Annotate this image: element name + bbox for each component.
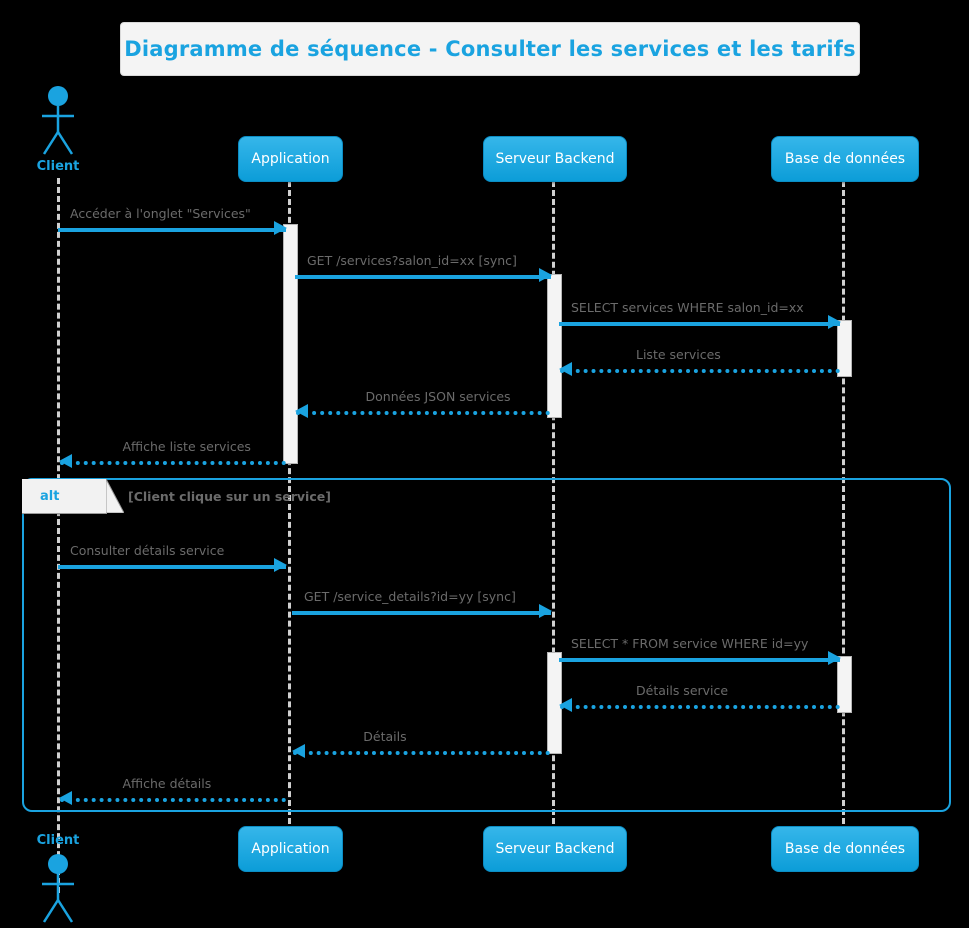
message-label-m4: Liste services (636, 347, 721, 362)
stick-figure-icon (42, 86, 74, 155)
message-label-m5: Données JSON services (365, 389, 511, 404)
actor-client-top (38, 86, 78, 158)
fragment-operator-label: alt (40, 488, 60, 504)
message-label-m7: Consulter détails service (70, 543, 225, 558)
page-title: Diagramme de séquence - Consulter les se… (124, 37, 856, 61)
message-label-m3: SELECT services WHERE salon_id=xx (571, 300, 804, 315)
arrowhead-icon (274, 558, 287, 572)
message-line (295, 275, 551, 279)
message-line (559, 658, 840, 662)
arrowhead-icon (828, 651, 841, 665)
message-label-m6: Affiche liste services (122, 439, 251, 454)
arrowhead-icon (539, 268, 552, 282)
message-label-m10: Détails service (636, 683, 729, 698)
activation-backend-1 (547, 274, 562, 418)
arrowhead-icon (274, 221, 287, 235)
activation-database-1 (837, 320, 852, 377)
arrowhead-icon (828, 315, 841, 329)
participant-backend-bottom[interactable]: Serveur Backend (483, 826, 627, 872)
participant-database-bottom[interactable]: Base de données (771, 826, 919, 872)
arrowhead-icon (559, 362, 572, 376)
activation-application-1 (283, 224, 298, 464)
participant-backend-top[interactable]: Serveur Backend (483, 136, 627, 182)
lifeline-application (288, 181, 291, 824)
participant-label-application-top: Application (251, 151, 330, 167)
message-line (296, 411, 550, 415)
message-label-m2: GET /services?salon_id=xx [sync] (307, 253, 517, 268)
fragment-operator-tab: alt (22, 479, 107, 514)
message-line (293, 751, 550, 755)
arrowhead-icon (292, 744, 305, 758)
arrowhead-icon (59, 791, 72, 805)
message-label-m11: Détails (363, 729, 407, 744)
participant-label-database-bottom: Base de données (784, 841, 906, 857)
participant-label-application-bottom: Application (251, 841, 330, 857)
lifeline-database (842, 181, 845, 824)
lifeline-client (57, 178, 60, 893)
message-line (60, 461, 286, 465)
message-label-m9: SELECT * FROM service WHERE id=yy (571, 636, 809, 651)
actor-client-bottom (38, 854, 78, 926)
stick-figure-icon (42, 854, 74, 923)
activation-database-2 (837, 656, 852, 713)
message-line (60, 798, 286, 802)
arrowhead-icon (59, 454, 72, 468)
arrowhead-icon (559, 698, 572, 712)
participant-label-client-bottom: Client (36, 833, 80, 848)
message-label-m1: Accéder à l'onglet "Services" (70, 206, 251, 221)
message-line (559, 322, 840, 326)
participant-label-backend-bottom: Serveur Backend (495, 841, 615, 857)
message-line (292, 611, 551, 615)
message-label-m8: GET /service_details?id=yy [sync] (304, 589, 516, 604)
message-label-m12: Affiche détails (122, 776, 212, 791)
participant-application-top[interactable]: Application (238, 136, 343, 182)
fragment-condition-label: [Client clique sur un service] (128, 489, 331, 504)
message-line (58, 228, 286, 232)
participant-label-client-top: Client (36, 159, 80, 174)
diagram-title-panel: Diagramme de séquence - Consulter les se… (120, 22, 860, 76)
participant-label-database-top: Base de données (784, 151, 906, 167)
participant-database-top[interactable]: Base de données (771, 136, 919, 182)
participant-label-backend-top: Serveur Backend (495, 151, 615, 167)
participant-application-bottom[interactable]: Application (238, 826, 343, 872)
message-line (58, 565, 286, 569)
arrowhead-icon (295, 404, 308, 418)
fragment-tab-corner-icon (106, 479, 124, 513)
arrowhead-icon (539, 604, 552, 618)
message-line (560, 705, 840, 709)
message-line (560, 369, 840, 373)
lifeline-backend (552, 181, 555, 824)
fragment-alt (22, 478, 951, 812)
